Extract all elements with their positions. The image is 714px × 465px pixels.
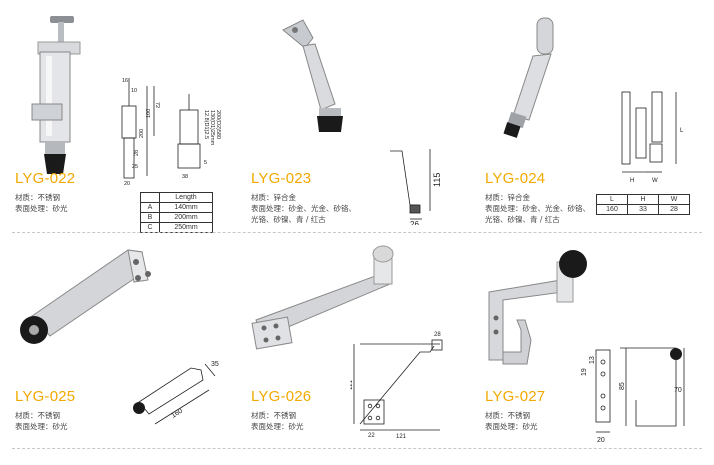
- product-code: LYG-026: [251, 388, 312, 405]
- dim-h: H: [630, 178, 634, 184]
- length-value: 250mm: [159, 222, 213, 233]
- length-key: C: [140, 222, 160, 233]
- product-material: 材质：不锈钢: [485, 411, 530, 420]
- dim-85: 85: [619, 382, 626, 390]
- dim-200: 200: [139, 129, 145, 138]
- spec-value-w: 28: [658, 204, 690, 215]
- product-lyg-024: L H W LYG-024 材质：锌合金 表面处理：砂金、光金、砂铬、光铬、砂镍…: [476, 0, 714, 232]
- product-material: 材质：不锈钢: [15, 193, 60, 202]
- row-divider: [12, 448, 702, 449]
- lyg-027-photo: [488, 250, 587, 365]
- dim-10: 10: [131, 88, 137, 94]
- product-finish: 表面处理：砂光: [15, 204, 68, 213]
- product-finish: 表面处理：砂光: [485, 422, 538, 431]
- product-finish: 表面处理：砂金、光金、砂铬、光铬、砂镍、青 / 红古: [251, 204, 356, 224]
- dim-26: 26: [410, 220, 419, 225]
- lyg-024-photo: [503, 17, 554, 138]
- dim-d1-b: 130(D1)25mm: [209, 110, 215, 146]
- spec-header-w: W: [658, 194, 690, 205]
- dim-25: 25: [132, 164, 138, 170]
- dim-w: W: [652, 178, 658, 184]
- dim-72: 72: [154, 102, 160, 108]
- lyg-023-photo: [282, 19, 343, 132]
- row-divider: [12, 232, 702, 233]
- lyg-023-drawing: 115 26: [390, 149, 442, 225]
- spec-header-l: L: [596, 194, 628, 205]
- dim-20: 20: [124, 181, 130, 186]
- dim-121-h: 121: [396, 434, 407, 440]
- product-material: 材质：不锈钢: [15, 411, 60, 420]
- spec-table: L H W 160 33 28: [596, 194, 690, 215]
- lyg-026-photo: [251, 245, 394, 350]
- product-material: 材质：不锈钢: [251, 411, 296, 420]
- dim-160: 160: [170, 408, 184, 420]
- length-key: A: [140, 202, 160, 213]
- dim-28: 28: [134, 150, 140, 156]
- spec-value-h: 33: [627, 204, 659, 215]
- dim-121-v: 121: [350, 379, 354, 390]
- dim-115: 115: [432, 173, 442, 187]
- dim-28: 28: [434, 332, 441, 338]
- product-code: LYG-022: [15, 170, 76, 187]
- dim-19: 19: [581, 368, 588, 376]
- dim-d2: 200(D2)580: [215, 110, 221, 139]
- dim-16: 16: [122, 78, 128, 84]
- dim-13: 13: [589, 356, 596, 364]
- product-code: LYG-024: [485, 170, 546, 187]
- length-value: 140mm: [159, 202, 213, 213]
- product-lyg-026: 28 121 22 121 LYG-026 材质：不锈钢 表面处理：砂光: [238, 232, 476, 465]
- length-value: 200mm: [159, 212, 213, 223]
- lyg-022-drawing: 16 10 72 100 200 28 25 20 12.8(D1)2.5 13…: [121, 78, 221, 186]
- dim-38: 38: [182, 174, 188, 180]
- dim-70: 70: [674, 387, 682, 394]
- lyg-022-photo: [31, 16, 81, 174]
- product-material: 材质：锌合金: [485, 193, 530, 202]
- product-material: 材质：锌合金: [251, 193, 296, 202]
- dim-35: 35: [211, 361, 219, 368]
- dim-100: 100: [146, 109, 152, 118]
- product-finish: 表面处理：砂金、光金、砂铬、光铬、砂镍、青 / 红古: [485, 204, 590, 224]
- dim-d1-a: 12.8(D1)2.5: [203, 110, 209, 139]
- dim-l: L: [680, 128, 684, 134]
- length-header: Length: [159, 192, 213, 203]
- lyg-025-photo: [20, 249, 151, 344]
- product-code: LYG-023: [251, 170, 312, 187]
- dim-5: 5: [204, 160, 207, 166]
- dim-22: 22: [368, 433, 375, 439]
- lyg-025-drawing: 160 35: [133, 361, 219, 425]
- product-code: LYG-025: [15, 388, 76, 405]
- product-lyg-025: 160 35 LYG-025 材质：不锈钢 表面处理：砂光: [0, 232, 238, 465]
- product-code: LYG-027: [485, 388, 546, 405]
- lyg-027-drawing: 19 13 85 70 20: [581, 347, 685, 444]
- spec-header-h: H: [627, 194, 659, 205]
- product-finish: 表面处理：砂光: [251, 422, 304, 431]
- lyg-024-drawing: L H W: [621, 91, 684, 184]
- lyg-026-drawing: 28 121 22 121: [350, 332, 443, 440]
- dim-20: 20: [597, 437, 605, 444]
- product-finish: 表面处理：砂光: [15, 422, 68, 431]
- spec-value-l: 160: [596, 204, 628, 215]
- product-lyg-027: 19 13 85 70 20 LYG-027 材质：不锈钢 表面处理：砂光: [476, 232, 714, 465]
- length-key: B: [140, 212, 160, 223]
- product-lyg-022: 16 10 72 100 200 28 25 20 12.8(D1)2.5 13…: [0, 0, 238, 233]
- product-lyg-023: 115 26 LYG-023 材质：锌合金 表面处理：砂金、光金、砂铬、光铬、砂…: [238, 0, 476, 232]
